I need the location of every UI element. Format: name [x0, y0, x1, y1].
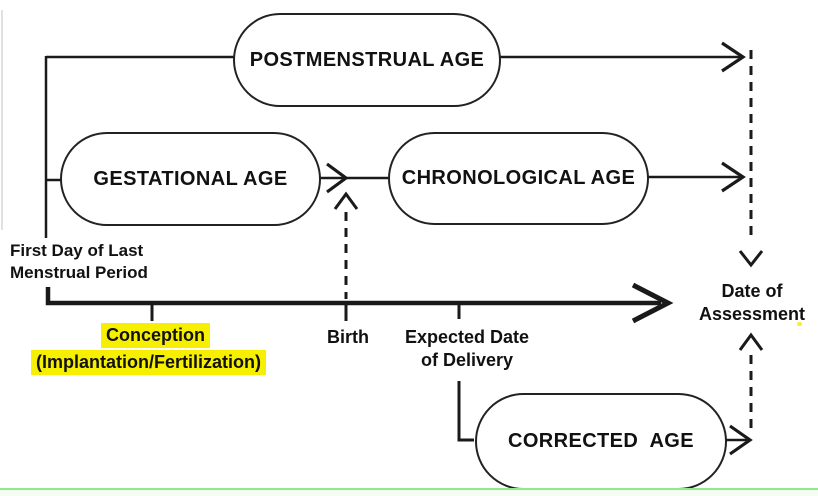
last-menstrual-period-label: First Day of Last Menstrual Period — [10, 240, 148, 284]
footer-green-bar — [0, 488, 818, 496]
conception-highlight: Conception — [101, 323, 210, 348]
chronological-age-label: CHRONOLOGICAL AGE — [401, 167, 636, 189]
implantation-fertilization-label: (Implantation/Fertilization) — [31, 350, 266, 375]
edd-line1: Expected Date — [404, 327, 530, 347]
chronological-arrowhead-icon — [721, 161, 746, 193]
lmp-line2: Menstrual Period — [10, 263, 148, 282]
birth-label: Birth — [327, 327, 369, 347]
birth-up-arrowhead-icon — [333, 191, 359, 210]
gestational-arrowhead-icon — [326, 162, 349, 194]
expected-date-of-delivery-label: Expected Date of Delivery — [396, 326, 538, 372]
chronological-age-box: CHRONOLOGICAL AGE — [388, 132, 649, 225]
timeline-line — [45, 287, 661, 306]
corrected-age-label: CORRECTED AGE — [507, 430, 695, 452]
assessment-up-arrowhead-icon — [738, 332, 764, 351]
edd-elbow-connector — [457, 381, 474, 442]
postmenstrual-age-label: POSTMENSTRUAL AGE — [249, 48, 485, 71]
postmenstrual-arrowhead-icon — [721, 41, 746, 73]
corrected-arrowhead-icon — [729, 424, 753, 456]
assessment-down-arrowhead-icon — [738, 250, 764, 268]
corrected-age-box: CORRECTED AGE — [475, 393, 727, 490]
gestational-age-label: GESTATIONAL AGE — [93, 167, 288, 190]
conception-label: Conception — [101, 323, 210, 348]
edd-line2: of Delivery — [420, 350, 514, 370]
solid-connectors — [44, 41, 764, 456]
date-of-assessment-label: Date of Assessment — [680, 280, 818, 326]
gestational-age-box: GESTATIONAL AGE — [60, 132, 321, 226]
timeline-arrowhead-icon — [631, 282, 674, 324]
implantation-highlight: (Implantation/Fertilization) — [31, 350, 266, 375]
assessment-line2: Assessment — [698, 304, 806, 324]
postmenstrual-age-box: POSTMENSTRUAL AGE — [233, 13, 501, 107]
highlight-artifact-dot — [797, 322, 802, 326]
lmp-line1: First Day of Last — [10, 241, 144, 260]
assessment-line1: Date of — [721, 281, 783, 301]
